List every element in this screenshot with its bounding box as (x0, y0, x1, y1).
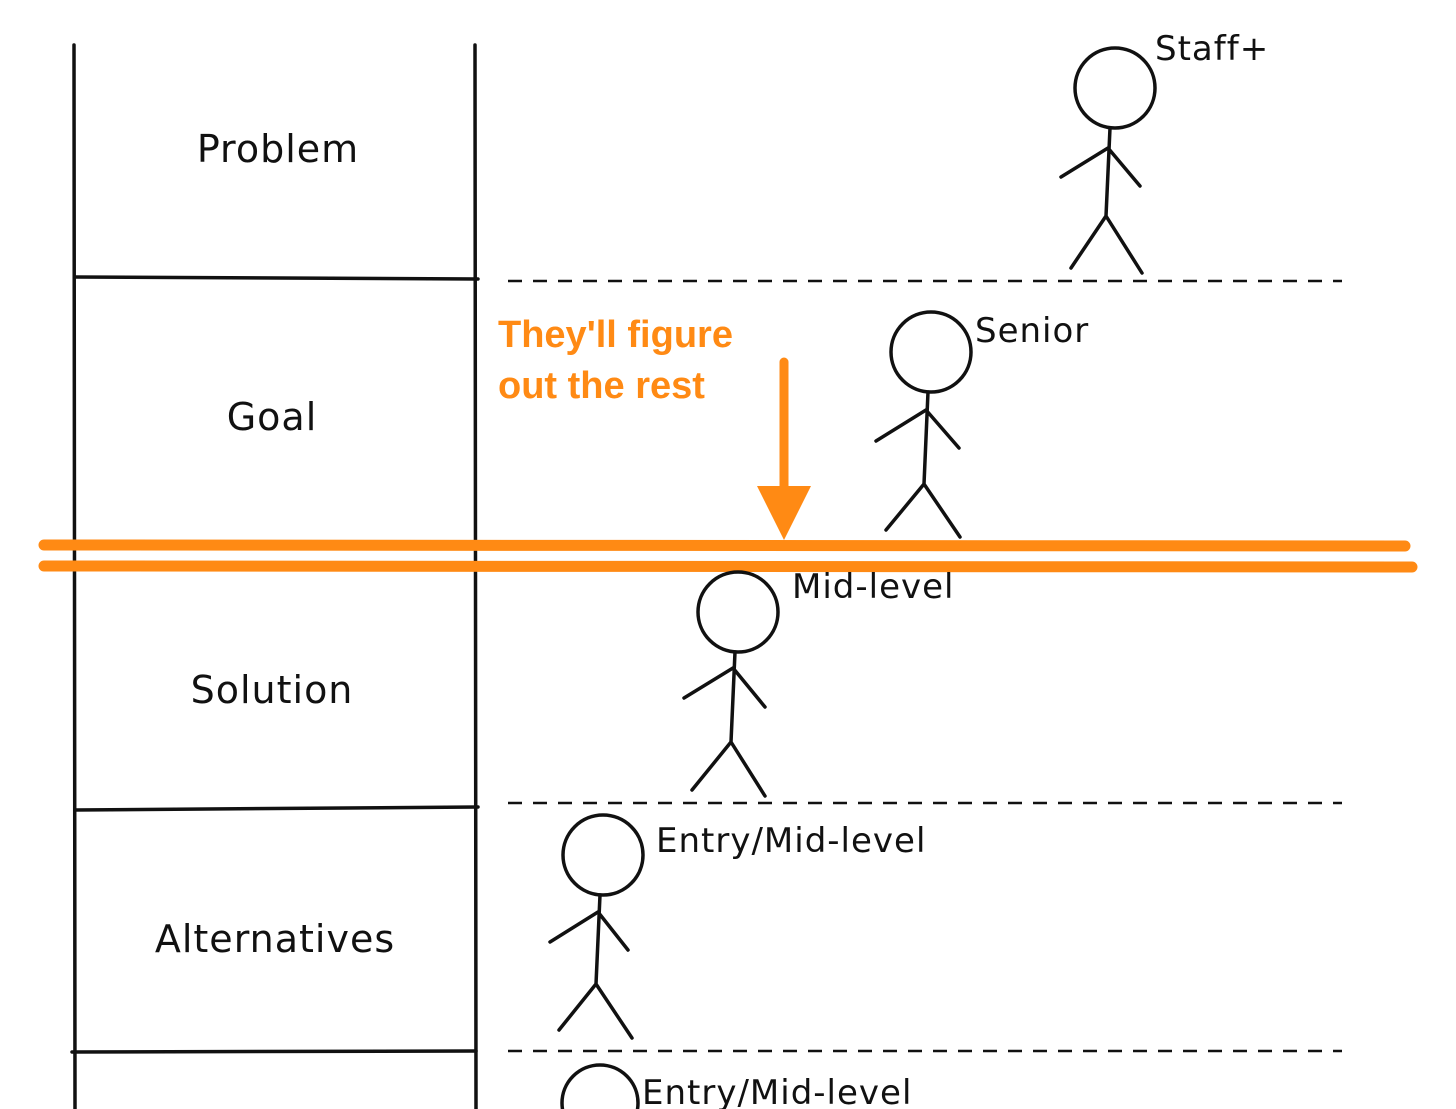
figure-head (696, 570, 780, 654)
stage-column-right-border (473, 43, 478, 1109)
level-label-entry-mid-level-bottom: Entry/Mid-level (642, 1073, 912, 1109)
stage-column: Problem Goal Solution Alternatives (70, 43, 480, 1109)
stage-column-left-border (72, 43, 77, 1109)
stick-figure-staff-plus: Staff+ (1059, 29, 1269, 275)
delegation-cutoff: They'll figure out the rest (38, 314, 1418, 573)
level-label-entry-mid-level: Entry/Mid-level (656, 821, 926, 861)
stick-figure-senior: Senior (874, 310, 1089, 539)
stick-figure-mid-level: Mid-level (682, 567, 954, 798)
stage-divider-problem-goal (73, 275, 480, 281)
cutoff-line-lower (38, 560, 1418, 573)
stick-figure-entry-mid-level: Entry/Mid-level (548, 813, 926, 1040)
stage-label-problem: Problem (197, 127, 359, 171)
figure-body (548, 893, 634, 1040)
figure-head (560, 1063, 640, 1109)
callout-line-1: They'll figure (498, 314, 733, 356)
figure-head (561, 813, 645, 897)
figure-body (874, 390, 962, 539)
stage-label-alternatives: Alternatives (155, 917, 395, 961)
stage-divider-solution-alternatives (73, 805, 480, 812)
callout-line-2: out the rest (498, 365, 705, 407)
cutoff-line-upper (38, 539, 1411, 552)
stage-label-solution: Solution (191, 668, 354, 712)
level-label-senior: Senior (975, 311, 1089, 351)
level-label-mid-level: Mid-level (792, 567, 954, 607)
figure-body (682, 650, 767, 798)
level-separators (508, 279, 1342, 1053)
arrow-down-icon (757, 486, 811, 540)
figure-body (1059, 126, 1144, 275)
stage-label-goal: Goal (227, 395, 318, 439)
figure-head (889, 310, 973, 394)
level-label-staff-plus: Staff+ (1155, 29, 1269, 69)
figure-head (1073, 46, 1157, 130)
stick-figure-entry-mid-level-bottom: Entry/Mid-level (560, 1063, 912, 1109)
stage-divider-alternatives-next (70, 1049, 478, 1054)
